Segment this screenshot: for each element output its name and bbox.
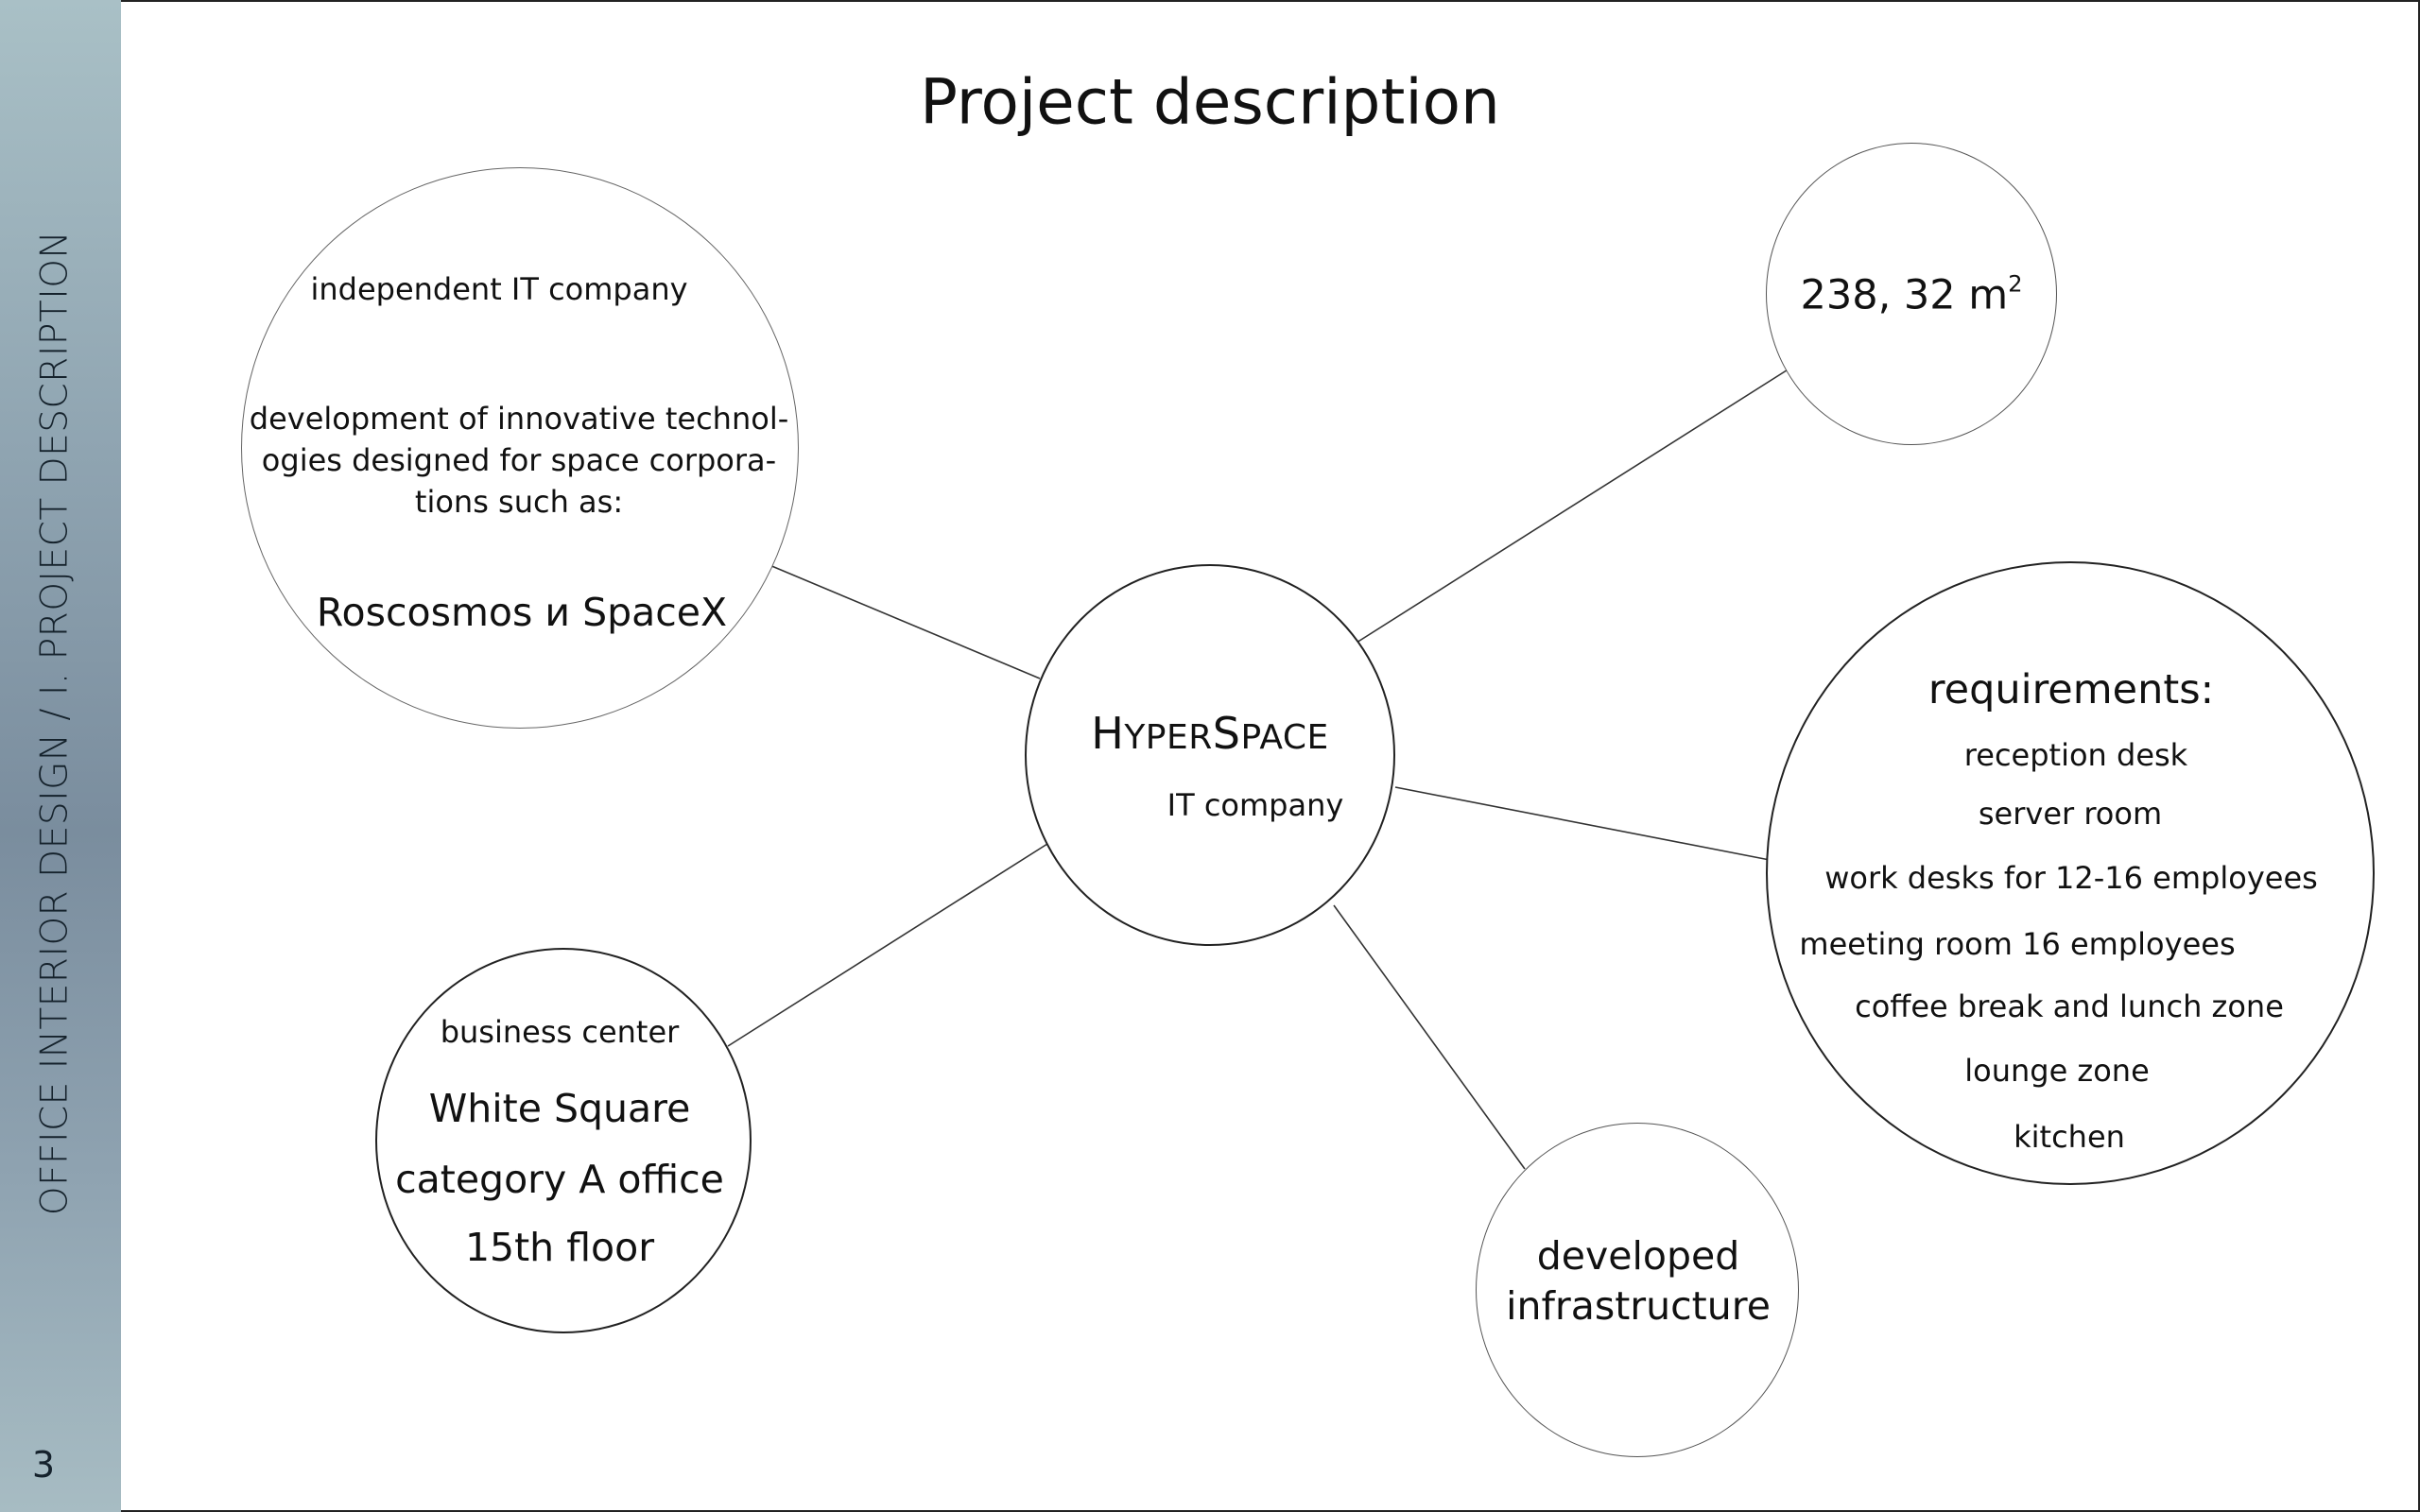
- requirement-item: server room: [1978, 796, 2163, 832]
- location-bubble: [375, 948, 752, 1333]
- company-clients: Roscosmos и SpaceX: [316, 590, 728, 635]
- requirement-item: reception desk: [1963, 737, 2188, 773]
- requirement-item: work desks for 12-16 employees: [1824, 860, 2318, 896]
- page-number: 3: [31, 1444, 56, 1486]
- requirements-title: requirements:: [1927, 666, 2215, 713]
- connector-infrastructure: [1333, 904, 1526, 1170]
- infrastructure-line-2: infrastructure: [1506, 1283, 1771, 1329]
- infrastructure-bubble: [1476, 1123, 1799, 1457]
- location-name: White Square: [428, 1086, 691, 1131]
- connector-company: [769, 564, 1041, 679]
- company-type: independent IT company: [310, 271, 688, 307]
- requirement-item: coffee break and lunch zone: [1855, 988, 2284, 1024]
- requirement-item: kitchen: [2014, 1119, 2125, 1155]
- connector-location: [727, 843, 1048, 1047]
- company-bubble: [241, 167, 799, 729]
- infrastructure-line-1: developed: [1536, 1233, 1740, 1279]
- area-bubble: [1766, 143, 2057, 445]
- company-name-yper: YPER: [1124, 718, 1213, 757]
- requirement-item: meeting room 16 employees: [1799, 926, 2236, 962]
- office-floor: 15th floor: [464, 1225, 655, 1270]
- company-name: HYPERSPACE: [1091, 708, 1329, 759]
- company-name-s: S: [1212, 708, 1241, 759]
- company-name-pace: PACE: [1240, 718, 1329, 757]
- connector-area: [1356, 368, 1790, 644]
- area-value: 238, 32 m2: [1801, 271, 2023, 319]
- company-description-line-2: ogies designed for space corpora-: [261, 442, 777, 478]
- requirements-bubble: [1766, 561, 2375, 1185]
- area-unit-superscript: 2: [2008, 270, 2023, 298]
- page-title: Project description: [920, 65, 1500, 139]
- company-description-line-1: development of innovative technol-: [249, 401, 789, 437]
- company-subtitle: IT company: [1167, 787, 1344, 823]
- requirement-item: lounge zone: [1964, 1053, 2150, 1089]
- area-number: 238, 32 m: [1800, 271, 2009, 319]
- connector-requirements: [1394, 786, 1771, 861]
- center-bubble: [1025, 564, 1395, 946]
- office-category: category A office: [395, 1157, 724, 1202]
- sidebar: OFFICE INTERIOR DESIGN / I. PROJECT DESC…: [0, 0, 121, 1512]
- company-name-h: H: [1091, 708, 1125, 759]
- company-description-line-3: tions such as:: [414, 484, 624, 520]
- location-type: business center: [440, 1014, 680, 1050]
